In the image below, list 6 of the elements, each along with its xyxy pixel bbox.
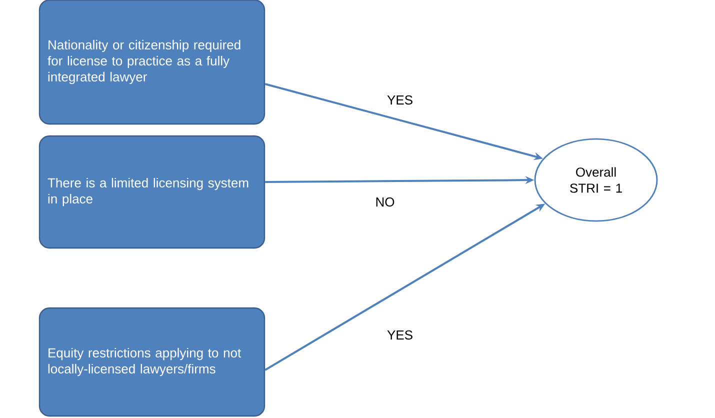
process-box: There is a limited licensing system in place: [38, 135, 266, 249]
edge-label: NO: [373, 195, 397, 209]
process-box: Equity restrictions applying to not locally-licensed lawyers/firms: [38, 307, 266, 417]
edge-label: YES: [385, 93, 415, 107]
edge-label: YES: [385, 328, 415, 342]
process-box: Nationality or citizenship required for license to practice as a fully integrated lawyer: [38, 0, 266, 125]
